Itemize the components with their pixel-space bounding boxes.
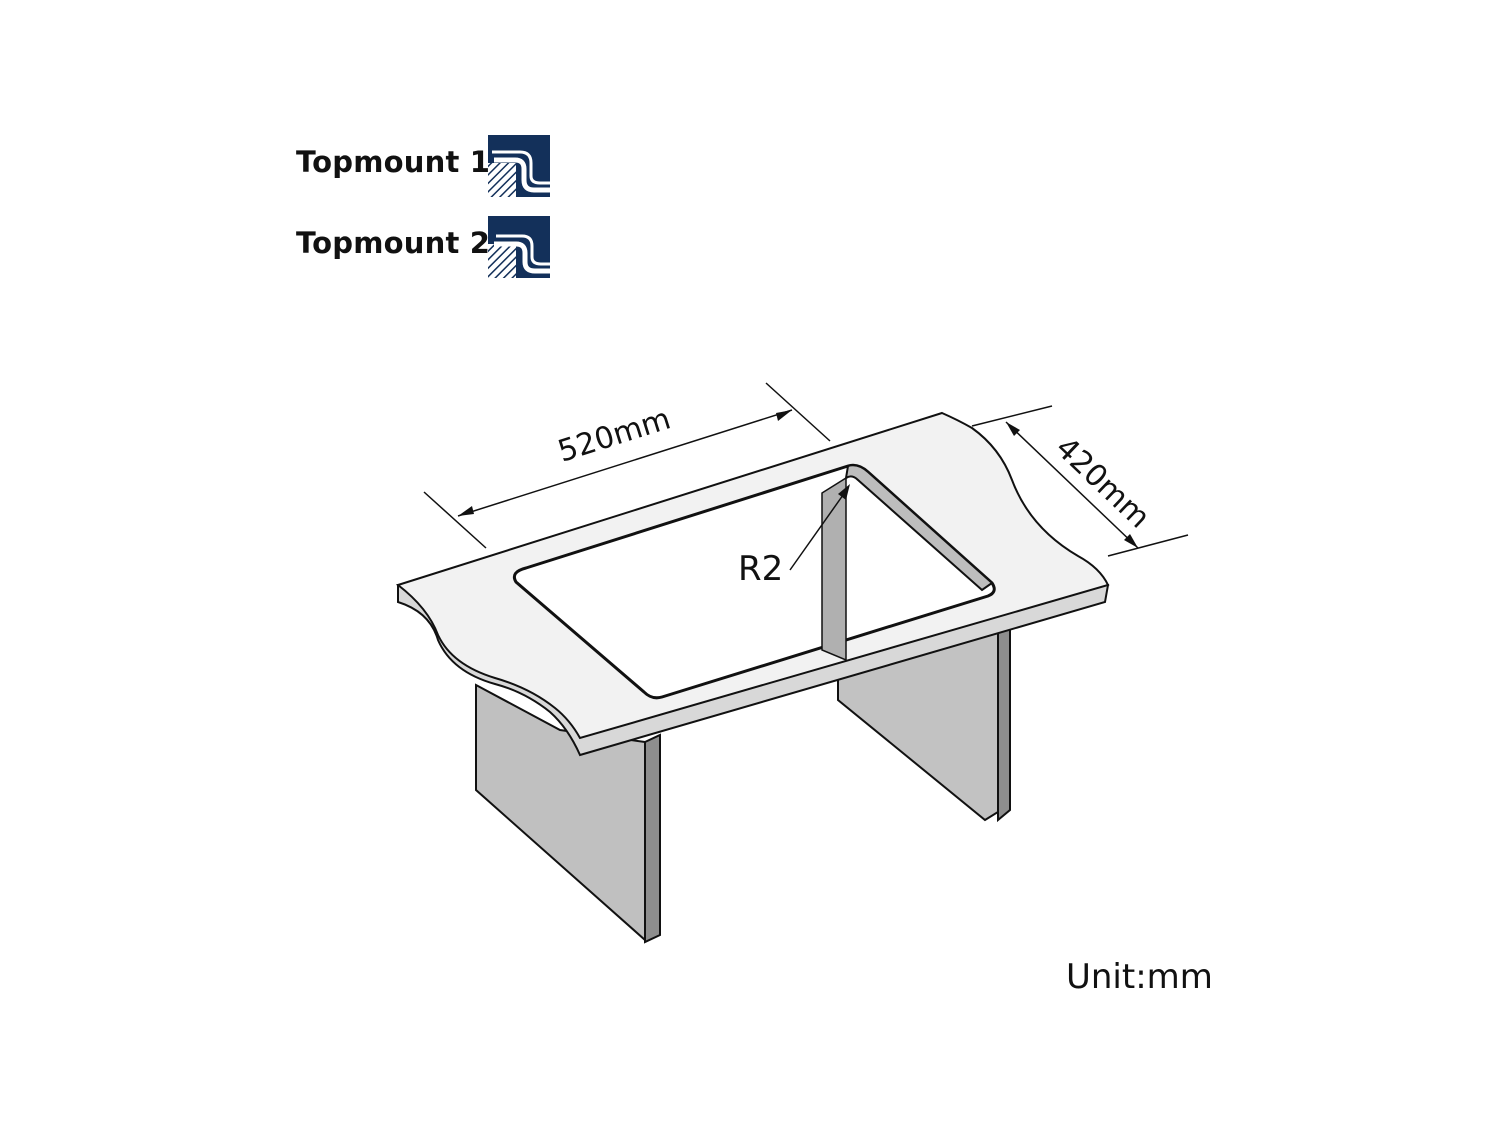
sink-cutout: [512, 463, 996, 700]
width-dimension-label: 520mm: [554, 401, 675, 469]
topmount-2-icon: [488, 216, 550, 278]
topmount-1-icon: [488, 135, 550, 197]
depth-dimension-label: 420mm: [1048, 430, 1156, 535]
unit-label: Unit:mm: [1066, 957, 1213, 997]
corner-radius-callout: R2: [738, 484, 850, 589]
corner-radius-label: R2: [738, 549, 783, 589]
legend-label-topmount-1: Topmount 1: [296, 145, 491, 179]
legend-label-topmount-2: Topmount 2: [296, 226, 491, 260]
